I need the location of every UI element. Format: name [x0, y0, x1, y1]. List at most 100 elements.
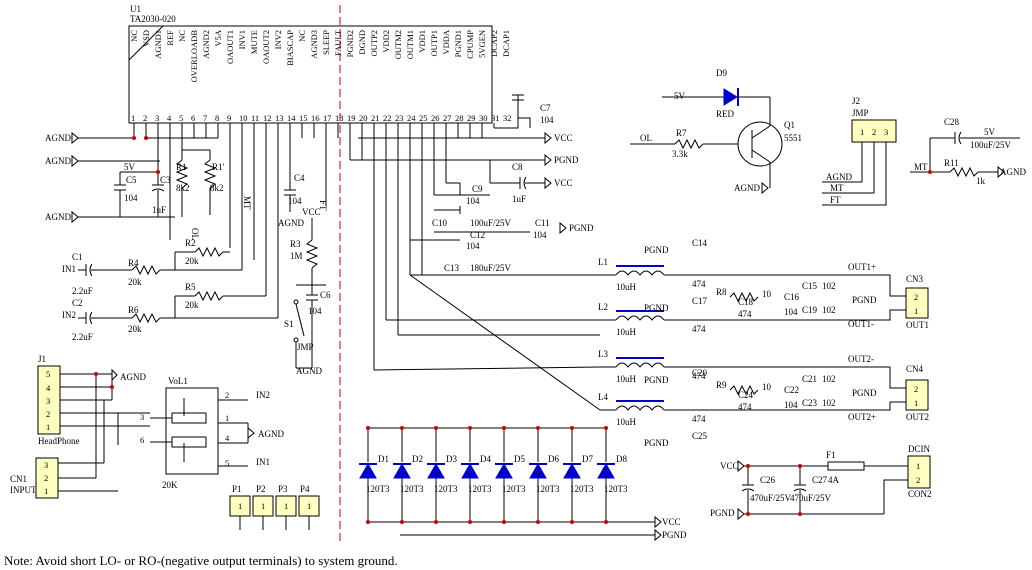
ic-pin-number: 1 [131, 113, 135, 123]
c7-value: 104 [540, 115, 554, 125]
pgnd-filter: PGND [852, 388, 877, 398]
ic-pin-number: 32 [503, 113, 512, 123]
svg-text:AGND: AGND [45, 156, 71, 166]
jumper-pads: P1 P2 P3 P4 1 1 1 1 [229, 484, 320, 530]
filter-cap-value: 104 [784, 307, 798, 317]
cap-value: 474 [692, 371, 706, 381]
pgnd-filter: PGND [852, 295, 877, 305]
cn1-label: CN1 [10, 474, 27, 484]
inductor-label: L1 [598, 257, 608, 267]
f1-value: 4A [828, 475, 840, 485]
c1-value: 2.2uF [72, 286, 93, 296]
v5-d9: 5V [674, 91, 686, 101]
ic-body [128, 25, 493, 124]
pgnd-c11: PGND [569, 223, 594, 233]
svg-text:AGND: AGND [45, 133, 71, 143]
diode-symbol [529, 462, 547, 479]
ic-pin-label: BIASCAP [285, 30, 295, 66]
c26-value: 470uF/25V [750, 493, 792, 503]
c13-label: C13 [444, 263, 460, 273]
footer-note: Note: Avoid short LO- or RO-(negative ou… [4, 553, 398, 568]
ic-pin-number: 23 [395, 113, 404, 123]
c12-label: C12 [470, 230, 485, 240]
ic-pin-number: 6 [191, 113, 195, 123]
r3-value: 1M [290, 251, 303, 261]
svg-text:2: 2 [916, 475, 920, 485]
cap-label: C25 [692, 431, 708, 441]
cn3-connector [905, 287, 929, 319]
j2-label: J2 [852, 96, 860, 106]
svg-text:1: 1 [238, 501, 242, 511]
agnd-j1: AGND [120, 372, 146, 382]
svg-text:1: 1 [46, 422, 50, 432]
vcc-top: VCC [554, 133, 573, 143]
r5-label: R5 [185, 282, 196, 292]
inductor-label: L3 [598, 349, 608, 359]
ic-pin-number: 9 [227, 113, 231, 123]
ic-pin-label: OUTM1 [405, 30, 415, 59]
svg-text:3: 3 [884, 127, 888, 137]
zobel-cap-value: 474 [738, 402, 752, 412]
inductor-value: 10uH [616, 417, 637, 427]
svg-text:P3: P3 [278, 484, 288, 494]
c2-label: C2 [72, 298, 83, 308]
diode-value: 120T3 [536, 484, 560, 494]
d9-label: D9 [716, 68, 727, 78]
ic-pin-number: 17 [323, 113, 332, 123]
diode-value: 120T3 [434, 484, 458, 494]
c4-label: C4 [294, 173, 305, 183]
ic-pin-number: 16 [311, 113, 320, 123]
ic-pin-number: 26 [431, 113, 440, 123]
ic-pin-number: 27 [443, 113, 452, 123]
mt-r11: MT [914, 162, 928, 172]
ic-pin-number: 15 [299, 113, 308, 123]
filter-cap: C19 [802, 305, 818, 315]
ic-pin-number: 7 [203, 113, 207, 123]
ic-pin-label: FAULT [333, 29, 343, 56]
inductor-coil [615, 315, 665, 321]
red-label: RED [716, 109, 735, 119]
ic-pin-label: NC [177, 30, 187, 42]
svg-text:4: 4 [46, 383, 51, 393]
r11-value: 1k [976, 176, 986, 186]
svg-text:P1: P1 [232, 484, 242, 494]
diode-symbol [597, 462, 615, 479]
cap-label: C20 [692, 368, 708, 378]
r2-label: R2 [185, 238, 196, 248]
c9-value: 104 [466, 196, 480, 206]
pgnd-stage: PGND [644, 303, 669, 313]
cap-label: C17 [692, 296, 708, 306]
diode-label: D5 [514, 454, 525, 464]
vcc-diodes: VCC [662, 517, 681, 527]
cn3-label: CN3 [906, 274, 924, 284]
c11-label: C11 [535, 218, 550, 228]
c8-value: 1uF [512, 194, 526, 204]
q1-label: Q1 [784, 120, 795, 130]
r11-label: R11 [944, 158, 959, 168]
svg-text:AGND: AGND [45, 212, 71, 222]
ic-pin-number: 25 [419, 113, 428, 123]
r5-value: 20k [185, 300, 199, 310]
ic-pin-number: 21 [371, 113, 380, 123]
zobel-cap: C24 [738, 390, 754, 400]
ic-pin-group: NC1VSD2AGND13REF4NC5OVERLOADB6AGND27V5A8… [129, 29, 512, 123]
ic-pin-label: 5VGEN [477, 30, 487, 58]
ic-pin-label: OVERLOADB [189, 30, 199, 83]
zobel-value: 10 [762, 289, 772, 299]
c11-value: 104 [533, 230, 547, 240]
ic-pin-number: 28 [455, 113, 464, 123]
svg-text:2: 2 [44, 473, 48, 483]
agnd-net-3: AGND [45, 210, 175, 224]
c7-label: C7 [540, 103, 551, 113]
filter-cap: C22 [784, 385, 799, 395]
in1-vol: IN1 [256, 457, 270, 467]
pgnd-stage: PGND [644, 245, 669, 255]
ic-pin-number: 29 [467, 113, 476, 123]
svg-text:3: 3 [44, 460, 48, 470]
ic-pin-label: PGND1 [453, 30, 463, 57]
ic-pin-label: CPUMP [465, 30, 475, 59]
r7-label: R7 [676, 128, 687, 138]
c10-value: 100uF/25V [470, 218, 512, 228]
ic-pin-label: INV2 [273, 30, 283, 49]
ic-pin-number: 4 [167, 113, 172, 123]
